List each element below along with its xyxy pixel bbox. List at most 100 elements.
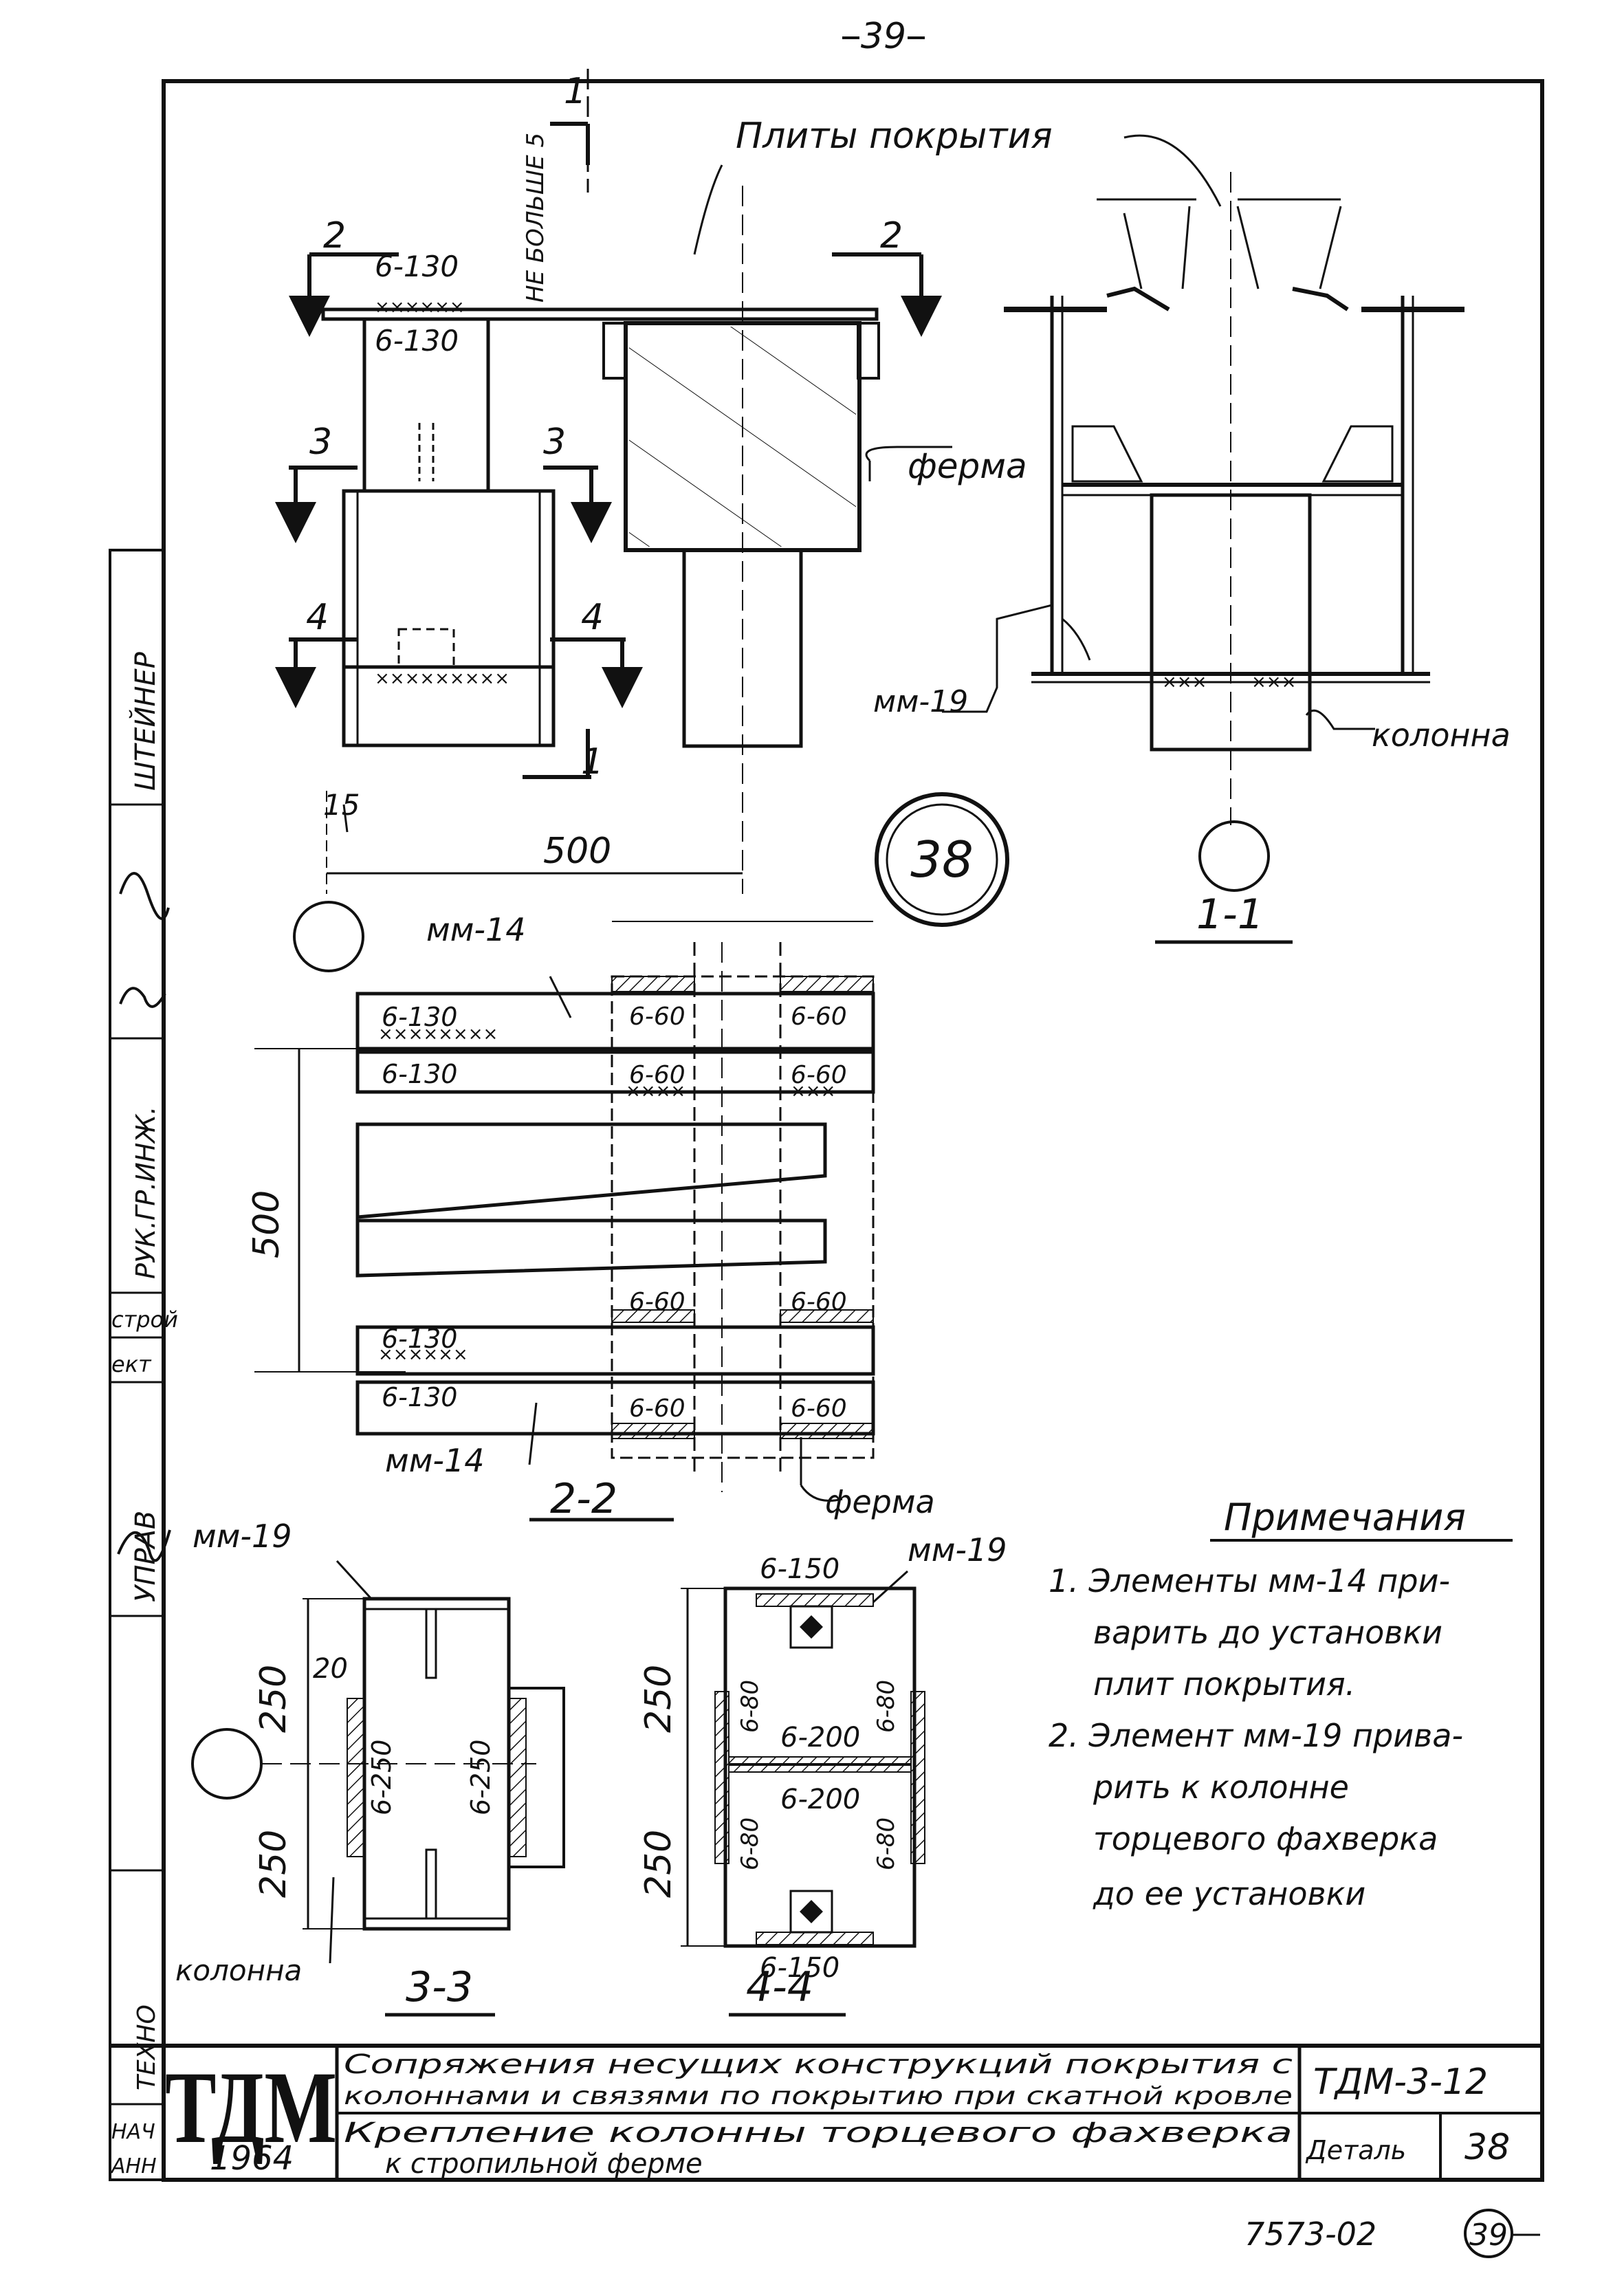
note-line-4: 2. Элемент мм-19 прива-	[1049, 1717, 1463, 1754]
stamp-stroi: строй	[111, 1307, 178, 1333]
plates-label: Плиты покрытия	[736, 116, 1053, 157]
signature-mark	[119, 872, 170, 920]
weld-60-g: 6-60	[629, 1395, 685, 1423]
section-3-3-view	[191, 1560, 565, 2017]
detail-label: Деталь	[1305, 2135, 1406, 2165]
column-label-3: колонна	[175, 1954, 302, 1987]
weld-80-b: 6-80	[873, 1680, 900, 1733]
weld-130-b: 6-130	[375, 324, 459, 358]
section-mark-3-right: 3	[543, 422, 566, 463]
axis-circle	[191, 1728, 263, 1800]
section-3-3-labels: мм-19 20 250 250 6-250 6-250 колонна 3-3	[175, 1518, 496, 2011]
bottom-code: 7573-02 39	[1244, 2209, 1540, 2258]
dim-15: 15	[323, 788, 360, 822]
signature-mark	[117, 1529, 171, 1562]
elevation-view: ×××××××××	[275, 69, 1222, 972]
truss-label: ферма	[908, 446, 1027, 486]
svg-text:××××××: ××××××	[375, 297, 465, 318]
weld-200-b: 6-200	[780, 1784, 860, 1815]
weld-80-a: 6-80	[736, 1680, 764, 1733]
weld-250-b: 6-250	[465, 1740, 496, 1815]
section-mark-1-bottom: 1	[581, 741, 604, 783]
weld-130-d: 6-130	[382, 1059, 457, 1089]
weld-200-a: 6-200	[780, 1722, 860, 1753]
not-more-label: НЕ БОЛЬШЕ 5	[522, 133, 549, 303]
dim-250-s44-a: 250	[638, 1665, 679, 1733]
weld-80-c: 6-80	[736, 1817, 764, 1870]
svg-text:××××××××: ××××××××	[378, 1024, 498, 1045]
svg-text:××××××: ××××××	[378, 1344, 468, 1365]
subtitle-line-2: к стропильной ферме	[385, 2148, 703, 2180]
axis-circle	[1198, 820, 1270, 892]
section-2-2-view: ×××××××× ×××××× ×××× ×××	[254, 921, 875, 1522]
title-line-2: колоннами и связями по покрытию при скат…	[344, 2082, 1293, 2110]
weld-150-a: 6-150	[760, 1553, 840, 1585]
stamp-steiner: ШТЕЙНЕР	[129, 651, 162, 791]
dim-20: 20	[313, 1653, 348, 1685]
bottom-circle-number: 39	[1469, 2218, 1508, 2253]
weld-60-f: 6-60	[791, 1288, 847, 1316]
weld-130-e: 6-130	[382, 1324, 457, 1354]
axis-circle	[293, 901, 364, 972]
bottom-code-text: 7573-02	[1244, 2216, 1376, 2253]
stamp-ekt: ект	[111, 1351, 152, 1377]
notes-title: Примечания	[1224, 1496, 1466, 1539]
section-mark-2-left: 2	[323, 215, 346, 256]
weld-60-d: 6-60	[791, 1061, 847, 1089]
note-line-6: торцевого фахверка	[1093, 1820, 1438, 1857]
dim-500-elev: 500	[543, 831, 611, 872]
note-line-2: варить до установки	[1093, 1614, 1442, 1651]
svg-text:×××××××××: ×××××××××	[375, 668, 509, 689]
svg-text:×××: ×××	[791, 1081, 835, 1102]
section-mark-2-right: 2	[880, 215, 903, 256]
dim-250-s33-a: 250	[253, 1665, 294, 1733]
svg-text:×××: ×××	[1251, 672, 1296, 692]
detail-bubble-text: 38	[910, 831, 974, 888]
stamp-nach: НАЧ	[111, 2120, 155, 2144]
mm19-label-1: мм-19	[873, 684, 968, 719]
weld-60-h: 6-60	[791, 1395, 847, 1423]
year: 1964	[210, 2139, 294, 2178]
note-line-5: рить к колонне	[1093, 1769, 1349, 1806]
logo-tdm: ТДМ	[165, 2051, 337, 2165]
section-4-4-view	[681, 1570, 925, 2017]
mm19-label-4: мм-19	[908, 1531, 1007, 1568]
section-1-1-title: 1-1	[1196, 890, 1264, 939]
notes-block: Примечания 1. Элементы мм-14 при- варить…	[1049, 1496, 1513, 1912]
column-label-1: колонна	[1372, 717, 1511, 754]
section-mark-1-top: 1	[564, 71, 586, 112]
section-2-2-labels: мм-14 6-130 6-130 6-130 6-130 6-60 6-60 …	[246, 911, 935, 1523]
section-mark-4-right: 4	[581, 597, 604, 638]
mm19-label-3: мм-19	[193, 1518, 292, 1555]
weld-60-e: 6-60	[629, 1288, 685, 1316]
mm14-label-top: мм-14	[426, 911, 526, 948]
note-line-3: плит покрытия.	[1093, 1665, 1355, 1703]
dim-500-s22: 500	[246, 1190, 287, 1258]
weld-130-c: 6-130	[382, 1002, 457, 1032]
section-mark-4-left: 4	[306, 597, 329, 638]
mm14-label-bottom: мм-14	[385, 1442, 485, 1479]
stamp-ruk-gr: РУК.ГР.ИНЖ.	[131, 1106, 161, 1279]
dim-250-s44-b: 250	[638, 1830, 679, 1898]
signature-mark	[119, 987, 166, 1008]
svg-text:××××: ××××	[626, 1081, 685, 1102]
detail-value: 38	[1464, 2127, 1510, 2168]
side-stamp: ШТЕЙНЕР РУК.ГР.ИНЖ. строй ект УПРАВ ТЕХН…	[110, 651, 178, 2178]
sheet-number-top: 39	[842, 16, 925, 57]
section-4-4-title: 4-4	[746, 1963, 813, 2011]
weld-60-a: 6-60	[629, 1003, 685, 1031]
weld-130-a: 6-130	[375, 250, 459, 283]
stamp-ann: АНН	[110, 2154, 157, 2178]
weld-60-c: 6-60	[629, 1061, 685, 1089]
section-3-3-title: 3-3	[406, 1963, 473, 2011]
weld-130-f: 6-130	[382, 1382, 457, 1412]
svg-text:×××: ×××	[1162, 672, 1207, 692]
section-2-2-title: 2-2	[550, 1475, 617, 1523]
dim-250-s33-b: 250	[253, 1830, 294, 1898]
detail-bubble: 38	[875, 792, 1009, 927]
weld-250-a: 6-250	[366, 1740, 397, 1815]
stamp-uprav: УПРАВ	[130, 1511, 162, 1602]
weld-150-b: 6-150	[760, 1952, 840, 1984]
weld-60-b: 6-60	[791, 1003, 847, 1031]
